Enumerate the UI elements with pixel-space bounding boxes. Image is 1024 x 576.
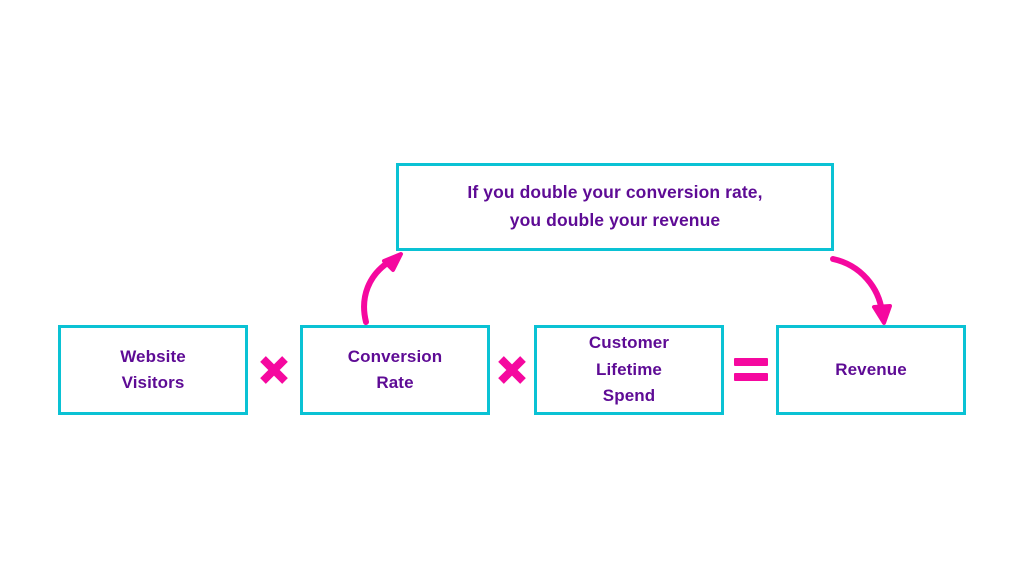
multiply-icon <box>498 356 526 384</box>
equals-icon <box>734 358 768 381</box>
box-conversion-rate: Conversion Rate <box>300 325 490 415</box>
multiplication-operator-1 <box>256 352 292 388</box>
callout-box: If you double your conversion rate, you … <box>396 163 834 251</box>
box-website-visitors: Website Visitors <box>58 325 248 415</box>
box-customer-lifetime-spend-label: Customer Lifetime Spend <box>588 333 670 406</box>
box-website-visitors-label: Website Visitors <box>120 346 186 392</box>
box-customer-lifetime-spend: Customer Lifetime Spend <box>534 325 724 415</box>
callout-text: If you double your conversion rate, you … <box>467 182 763 230</box>
box-conversion-rate-label: Conversion Rate <box>347 346 443 392</box>
equals-operator <box>732 356 770 384</box>
multiply-icon <box>260 356 288 384</box>
multiplication-operator-2 <box>494 352 530 388</box>
box-revenue-label: Revenue <box>835 359 907 379</box>
arrow-callout-to-revenue-icon <box>830 256 892 325</box>
box-revenue: Revenue <box>776 325 966 415</box>
arrow-conversion-to-callout-icon <box>361 252 403 325</box>
